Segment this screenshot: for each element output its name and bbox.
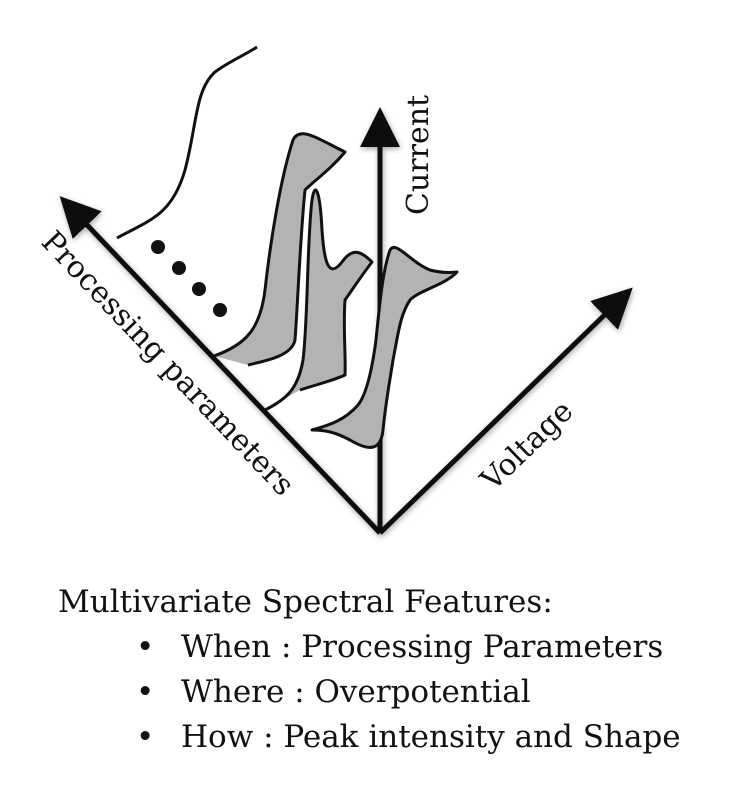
bullet-icon: • — [136, 629, 155, 665]
feature-list: • When : Processing Parameters • Where :… — [58, 625, 748, 760]
list-item-text: When : Processing Parameters — [181, 629, 664, 665]
continuation-dot — [213, 303, 227, 317]
caption: Multivariate Spectral Features: • When :… — [58, 580, 748, 760]
caption-title: Multivariate Spectral Features: — [58, 584, 553, 620]
list-item: • When : Processing Parameters — [136, 625, 748, 670]
list-item-text: How : Peak intensity and Shape — [181, 719, 681, 755]
list-item-text: Where : Overpotential — [181, 674, 531, 710]
list-item: • How : Peak intensity and Shape — [136, 715, 748, 760]
current-axis-label: Current — [401, 95, 436, 215]
continuation-dot — [151, 240, 165, 254]
voltage-axis-label: Voltage — [474, 394, 581, 499]
voltage-axis — [378, 287, 633, 535]
spectrum-curve-4 — [310, 246, 459, 449]
spectrum-curve-2 — [213, 132, 347, 367]
multivariate-spectra-diagram: Current Processing parameters Voltage — [34, 45, 633, 535]
spectrum-curve-3 — [264, 188, 374, 412]
list-item: • Where : Overpotential — [136, 670, 748, 715]
continuation-dot — [172, 261, 186, 275]
bullet-icon: • — [136, 719, 155, 755]
processing-parameters-axis — [59, 196, 382, 535]
continuation-dot — [192, 282, 206, 296]
bullet-icon: • — [136, 674, 155, 710]
spectrum-curve-1 — [116, 45, 258, 240]
processing-parameters-axis-label: Processing parameters — [34, 224, 301, 502]
